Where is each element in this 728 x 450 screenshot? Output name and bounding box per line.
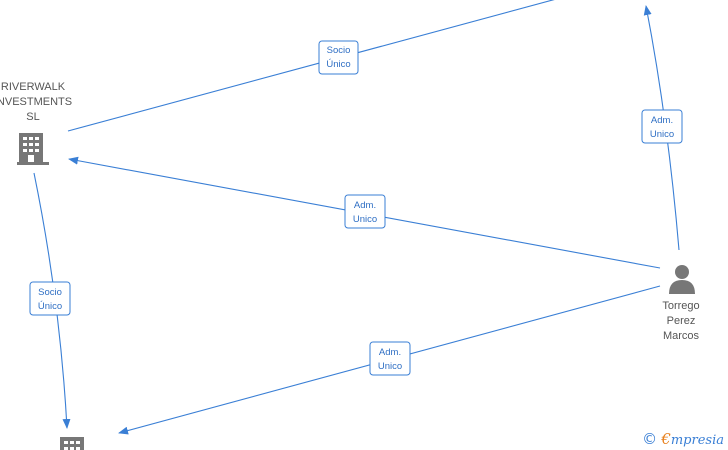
- edge-label-adm-unico-right: Adm. Unico: [641, 109, 683, 144]
- svg-text:Unico: Unico: [378, 361, 402, 372]
- brand-logo-mark: €: [661, 430, 671, 448]
- svg-text:Único: Único: [38, 301, 62, 312]
- svg-text:Unico: Unico: [353, 214, 377, 225]
- edge-label-socio-unico-top: Socio Único: [318, 40, 359, 75]
- building-icon: [17, 133, 49, 165]
- edge-label-socio-unico-left: Socio Único: [29, 281, 71, 316]
- brand-name: mpresia: [670, 433, 724, 448]
- edge-riverwalk-to-company-top: [67, 0, 555, 132]
- svg-text:Unico: Unico: [650, 129, 674, 140]
- svg-text:Adm.: Adm.: [651, 115, 673, 126]
- copyright-icon: ©: [642, 430, 658, 448]
- svg-text:Socio: Socio: [38, 287, 62, 298]
- edge-label-adm-unico-bottom: Adm. Unico: [369, 341, 411, 376]
- svg-text:Socio: Socio: [327, 45, 351, 56]
- svg-text:Adm.: Adm.: [354, 200, 376, 211]
- node-label-torrego: Torrego Perez Marcos: [662, 300, 700, 342]
- svg-text:Único: Único: [326, 59, 350, 70]
- person-icon: [669, 265, 695, 294]
- edge-label-adm-unico-middle: Adm. Unico: [344, 194, 386, 229]
- node-label-riverwalk: RIVERWALK INVESTMENTS SL: [0, 81, 73, 123]
- svg-text:Adm.: Adm.: [379, 347, 401, 358]
- empresia-watermark: © €mpresia: [642, 430, 724, 448]
- building-icon: [60, 437, 84, 450]
